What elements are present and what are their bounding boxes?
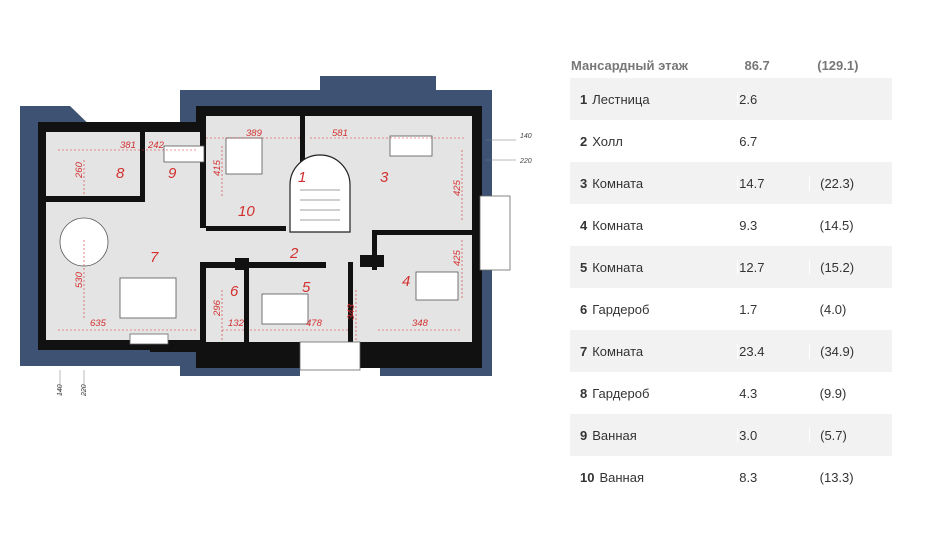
room-area: 4.3 [739, 385, 758, 401]
dim-label: 296 [212, 299, 223, 317]
dim-label: 425 [452, 179, 463, 196]
dimension-labels: 381 242 389 581 260 415 425 425 530 635 … [74, 128, 463, 329]
room-number: 4 [580, 217, 588, 233]
room-number: 3 [580, 175, 588, 191]
room-label-9: 9 [168, 165, 177, 182]
dim-label: 343 [346, 303, 357, 320]
room-name: Комната [592, 343, 644, 359]
room-area: 12.7 [737, 259, 809, 275]
room-area: 14.7 [737, 175, 809, 191]
room-area: 3.0 [737, 427, 809, 443]
room-number: 9 [580, 427, 588, 443]
room-label-1: 1 [298, 169, 306, 186]
header-total: (129.1) [817, 57, 859, 73]
room-total: (22.3) [809, 175, 892, 191]
room-number: 5 [580, 259, 588, 275]
room-label-7: 7 [150, 249, 159, 266]
room-name: Ванная [599, 469, 644, 485]
dim-label: 635 [90, 318, 107, 329]
dim-label: 242 [147, 140, 165, 151]
room-number: 7 [580, 343, 588, 359]
room-name: Комната [592, 259, 644, 275]
table-header: Мансардный этаж 86.7 (129.1) [570, 52, 892, 78]
floor-plan: 381 242 389 581 260 415 425 425 530 635 … [20, 76, 532, 397]
room-labels: 1 2 3 4 5 6 7 8 9 10 [116, 165, 410, 300]
dim-label: 530 [74, 271, 85, 288]
ext-mark: 140 [57, 384, 64, 396]
dim-label: 132 [228, 318, 245, 329]
room-name: Комната [592, 217, 644, 233]
header-title: Мансардный этаж [571, 57, 688, 73]
room-name: Лестница [592, 91, 650, 107]
room-name: Холл [592, 133, 623, 149]
room-name: Гардероб [592, 385, 650, 401]
balconies [129, 195, 511, 371]
external-marks: 140 220 140 220 [57, 133, 532, 397]
room-total: (13.3) [819, 469, 854, 485]
room-area: 2.6 [737, 91, 809, 107]
room-number: 10 [580, 469, 595, 485]
room-area: 1.7 [739, 301, 758, 317]
room-label-10: 10 [238, 203, 255, 220]
room-total: (15.2) [809, 259, 892, 275]
room-name: Ванная [592, 427, 637, 443]
room-total: (5.7) [809, 427, 892, 443]
dim-label: 415 [212, 159, 223, 176]
staircase [289, 154, 351, 233]
room-label-6: 6 [230, 283, 239, 300]
room-name: Гардероб [592, 301, 650, 317]
room-label-8: 8 [116, 165, 125, 182]
ext-mark: 220 [519, 158, 532, 165]
room-name: Комната [592, 175, 644, 191]
dim-label: 260 [74, 161, 85, 179]
dim-label: 348 [412, 318, 429, 329]
room-area: 6.7 [739, 133, 758, 149]
room-label-2: 2 [289, 245, 299, 262]
room-number: 8 [580, 385, 588, 401]
room-total: (34.9) [809, 343, 892, 359]
room-label-3: 3 [380, 169, 389, 186]
interior-walls [46, 116, 472, 342]
dimension-lines [58, 137, 466, 340]
room-number: 2 [580, 133, 588, 149]
ext-mark: 140 [520, 133, 532, 140]
room-area: 8.3 [739, 469, 758, 485]
ext-mark: 220 [81, 384, 88, 397]
room-label-5: 5 [302, 279, 311, 296]
room-area: 9.3 [739, 217, 758, 233]
room-label-4: 4 [402, 273, 410, 290]
dim-label: 478 [306, 318, 323, 329]
room-number: 1 [580, 91, 588, 107]
header-area: 86.7 [744, 57, 770, 73]
room-area: 23.4 [737, 343, 809, 359]
dim-label: 581 [332, 128, 348, 139]
room-total: (14.5) [819, 217, 854, 233]
room-total: (4.0) [819, 301, 847, 317]
dim-label: 425 [452, 249, 463, 266]
dim-label: 389 [246, 128, 263, 139]
room-total: (9.9) [819, 385, 847, 401]
dim-label: 381 [120, 140, 136, 151]
room-number: 6 [580, 301, 588, 317]
